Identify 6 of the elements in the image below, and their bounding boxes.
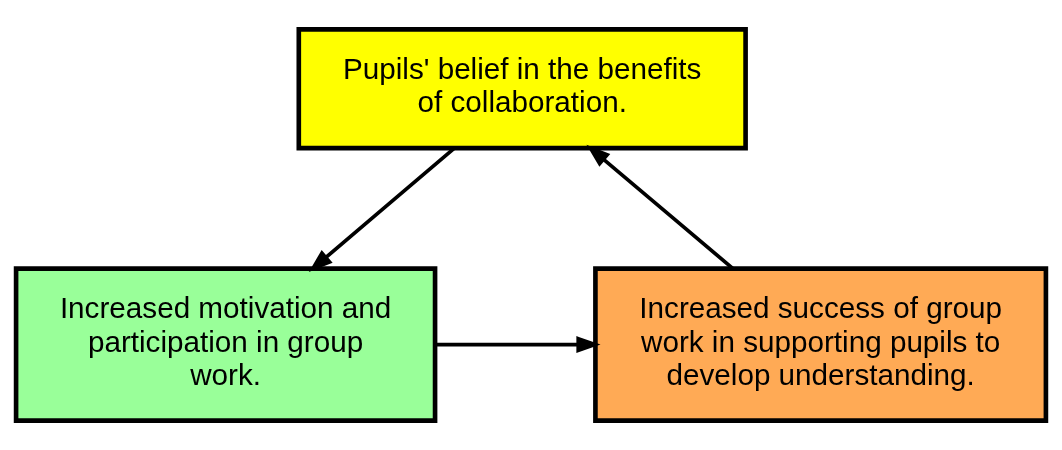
arrow [435, 336, 601, 354]
arrow [308, 147, 456, 272]
node-box: Increased success of group work in supporting pupils to develop understanding. [593, 266, 1049, 423]
arrow [586, 144, 734, 270]
node-box: Pupils' belief in the benefits of collaboration. [296, 27, 748, 151]
node-box: Increased motivation and participation in group work. [13, 266, 438, 423]
